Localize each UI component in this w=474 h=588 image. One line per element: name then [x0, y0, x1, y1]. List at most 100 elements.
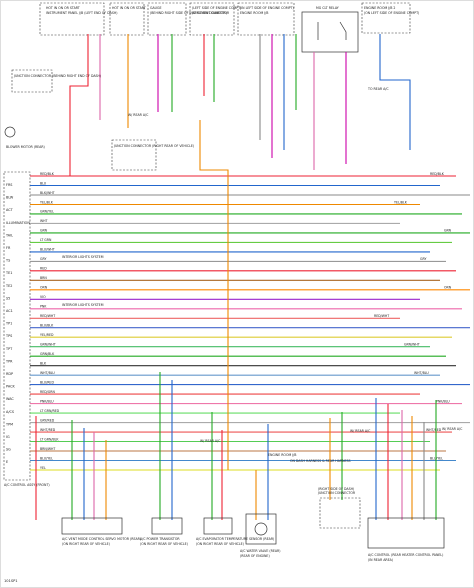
note-1: INTERIOR LIGHTS SYSTEM: [62, 255, 104, 259]
left-module-pins: FRSBLWACTILLUMINATIONTAILFRTSTE1TE2S5AC1…: [5, 183, 30, 464]
top-component-1: HOT IN ON OR START INSTRUMENT PANEL J/B …: [39, 2, 118, 36]
wire-color-label: RED: [40, 267, 47, 271]
bottom-component-sensor-sub: (ON RIGHT REAR OF VEHICLE): [196, 542, 244, 546]
wire-color-label: LT GRN/BLK: [40, 437, 59, 441]
wire-color-label: BRN/WHT: [40, 447, 55, 451]
module-pin: BLW: [6, 196, 14, 200]
top-component-5-label: (IN LEFT SIDE OF ENGINE COMPT): [240, 6, 294, 10]
wire-color-label: BLU: [40, 181, 47, 185]
module-pin: WAC: [6, 397, 14, 401]
bottom-component-transistor-label: A/C POWER TRANSISTOR: [140, 537, 180, 541]
module-pin: ACT: [6, 208, 14, 212]
module-pin: SG: [6, 448, 11, 452]
wire-color-label: YEL/BLK: [40, 200, 54, 204]
wire-color-label: GRY/RED: [40, 418, 55, 422]
bottom-component-control-sub: (IN REAR AREA): [368, 558, 393, 562]
wire-color-label: BLU/RED: [40, 380, 54, 384]
diagram-id: 101SP1: [4, 579, 18, 583]
mg-clt-relay: MG CLT RELAY: [301, 6, 359, 53]
module-pin: TS: [5, 259, 10, 263]
module-pin: IG: [6, 435, 10, 439]
bottom-component-junction-label: JUNCTION CONNECTOR: [317, 491, 356, 495]
module-pin: TE1: [5, 271, 12, 275]
bottom-component-servo-sub: (ON RIGHT REAR OF VEHICLE): [62, 542, 110, 546]
wire-color-label: RED/BLK: [430, 172, 445, 176]
wire-color-label: LT GRN: [40, 238, 52, 242]
top-component-1-sub: INSTRUMENT PANEL J/B (LEFT END OF DASH): [46, 11, 118, 15]
top-component-5-sub: ENGINE ROOM J/B: [240, 11, 268, 15]
note-3: W/ REAR A/C: [128, 113, 149, 117]
top-component-5: (IN LEFT SIDE OF ENGINE COMPT) ENGINE RO…: [237, 2, 295, 36]
blower-motor-label: BLOWER MOTOR (REAR): [6, 145, 45, 149]
wire-color-label: WHT/RED: [40, 428, 56, 432]
bottom-component-junction: JUNCTION CONNECTOR (RIGHT SIDE OF DASH): [317, 487, 361, 529]
top-component-7: ENGINE ROOM J/B 2 (ON LEFT SIDE OF ENGIN…: [361, 2, 419, 34]
module-pin: FRS: [6, 183, 12, 187]
wire-color-label: WHT: [40, 219, 48, 223]
wire-color-label: PNK: [40, 305, 47, 309]
note-4: W/ REAR A/C: [200, 439, 221, 443]
note-8: ENGINE ROOM J/B: [268, 453, 296, 457]
bottom-component-servo: A/C VENT MODE CONTROL SERVO MOTOR (REAR)…: [61, 517, 141, 546]
junction-connector-mid-label: JUNCTION CONNECTOR (RIGHT REAR OF VEHICL…: [113, 144, 194, 148]
wire-color-label: ORN: [40, 286, 48, 290]
module-pin: TPT: [5, 347, 13, 351]
wire-color-label: WHT/BLU: [414, 371, 429, 375]
wire-color-label: PNK/BLU: [436, 399, 450, 403]
junction-connector-mid: JUNCTION CONNECTOR (RIGHT REAR OF VEHICL…: [111, 139, 194, 171]
module-pin: AC1: [6, 309, 13, 313]
wire-color-label: GRY: [40, 257, 46, 261]
blower-motor: BLOWER MOTOR (REAR): [4, 126, 45, 149]
wire-color-label: WHT/BLU: [40, 371, 55, 375]
wire-color-label: YEL/BLK: [394, 200, 408, 204]
module-pin: TPS: [5, 334, 12, 338]
top-component-3: GAUGE (BEHIND RIGHT SIDE OF INSTRUMENT C…: [147, 2, 227, 36]
wire-color-label: BLK/WHT: [40, 191, 55, 195]
top-component-3-label: GAUGE: [150, 6, 161, 10]
bottom-component-junction-sub: (RIGHT SIDE OF DASH): [318, 487, 354, 491]
module-pin: ILLUMINATION: [6, 221, 30, 225]
bottom-component-transistor: A/C POWER TRANSISTOR (ON RIGHT REAR OF V…: [140, 517, 188, 546]
left-module-title: A/C CONTROL ASSY (FRONT): [4, 483, 50, 487]
top-component-1-label: HOT IN ON OR START: [46, 6, 80, 10]
wire-color-label: LT GRN/RED: [40, 409, 60, 413]
wire-color-label: RED/BLK: [40, 172, 55, 176]
wire-color-label: BRN: [40, 276, 47, 280]
wire-color-label: WHT/RED: [426, 428, 442, 432]
top-component-3-sub: (BEHIND RIGHT SIDE OF INSTRUMENT CLUSTER…: [150, 11, 227, 15]
module-pin: PACK: [6, 385, 15, 389]
wire-bundle: [30, 175, 470, 471]
note-5: W/ REAR A/C: [350, 429, 371, 433]
bottom-component-sensor-label: A/C EVAPORATOR TEMPERATURE SENSOR (REAR): [196, 537, 274, 541]
wire-color-label: GRN/BLK: [40, 352, 55, 356]
wire-color-label: PNK/BLU: [40, 399, 54, 403]
note-2: INTERIOR LIGHTS SYSTEM: [62, 303, 104, 307]
bottom-component-valve: A/C WATER VALVE (REAR) (REAR OF ENGINE): [240, 513, 281, 558]
wire-color-label: GRN/WHT: [40, 343, 56, 347]
mg-clt-relay-label: MG CLT RELAY: [316, 6, 339, 10]
note-7: TO REAR A/C: [367, 87, 389, 91]
module-pin: E: [6, 460, 8, 464]
bottom-component-valve-label: A/C WATER VALVE (REAR): [240, 549, 281, 553]
note-6: W/ REAR A/C: [442, 427, 463, 431]
bottom-vertical-wires: [35, 120, 437, 520]
module-pin: S5: [6, 296, 10, 300]
junction-connector-left-label: JUNCTION CONNECTOR (BEHIND RIGHT END OF …: [13, 74, 101, 78]
top-component-7-label: ENGINE ROOM J/B 2: [364, 6, 395, 10]
wire-color-label: GRN/WHT: [404, 343, 420, 347]
bottom-component-transistor-sub: (ON RIGHT REAR OF VEHICLE): [140, 542, 188, 546]
wire-color-label: BLU/BLK: [40, 324, 54, 328]
bottom-component-servo-label: A/C VENT MODE CONTROL SERVO MOTOR (REAR): [62, 537, 141, 541]
wire-color-label: YEL/RED: [40, 333, 54, 337]
note-9: ON DASH HARNESS & REAR HARNESS: [290, 459, 351, 463]
top-component-7-sub: (ON LEFT SIDE OF ENGINE COMPT): [364, 11, 419, 15]
top-component-2-label: HOT IN ON OR START: [112, 6, 146, 10]
top-component-4-sub: JUNCTION CONNECTOR: [191, 11, 230, 15]
top-component-2: HOT IN ON OR START: [109, 2, 146, 36]
wire-color-label: ORN: [444, 286, 452, 290]
wire-color-label: RED/WHT: [40, 314, 55, 318]
top-component-4-label: (LEFT SIDE OF ENGINE COMPT): [192, 6, 241, 10]
wire-color-label: GRN: [40, 229, 48, 233]
bottom-component-control-label: A/C CONTROL (REAR HEATER CONTROL PANEL): [368, 553, 443, 557]
